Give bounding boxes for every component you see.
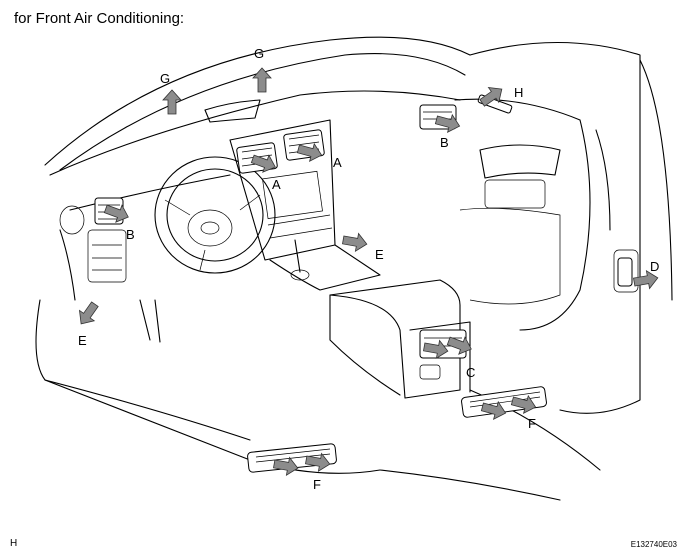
arrow-g2: [252, 67, 272, 93]
label-c: C: [466, 365, 475, 380]
arrow-e1: [342, 232, 368, 253]
figure-id: E132740E03: [630, 540, 677, 549]
arrow-d: [633, 269, 659, 290]
air-vents: [94, 94, 633, 473]
label-b2: B: [440, 135, 449, 150]
label-d: D: [650, 259, 659, 274]
label-e2: E: [78, 333, 87, 348]
arrow-f1a: [273, 456, 299, 477]
arrow-b2: [434, 113, 461, 133]
arrow-g1: [162, 89, 182, 115]
label-a2: A: [333, 155, 342, 170]
vent-door-pillar: [617, 257, 633, 287]
label-f1: F: [313, 477, 321, 492]
arrow-f1b: [305, 452, 331, 473]
label-h: H: [514, 85, 523, 100]
callout-labels: G G H A A B B C D E E F F: [78, 46, 659, 492]
page-code: H: [10, 538, 18, 549]
label-f2: F: [528, 416, 536, 431]
label-e1: E: [375, 247, 384, 262]
arrow-a1: [250, 154, 276, 173]
label-b1: B: [126, 227, 135, 242]
label-g1: G: [160, 71, 170, 86]
arrow-b1: [103, 204, 129, 223]
arrow-h: [479, 86, 503, 107]
diagram-heading: for Front Air Conditioning:: [14, 10, 185, 27]
label-g2: G: [254, 46, 264, 61]
airflow-arrows: [78, 67, 659, 477]
arrow-c1: [423, 339, 449, 360]
vehicle-interior-lines: [35, 36, 673, 501]
arrow-a2: [296, 142, 323, 162]
label-a1: A: [272, 177, 281, 192]
arrow-e2: [78, 301, 99, 325]
arrow-f2b: [510, 394, 537, 414]
arrow-f2a: [480, 400, 507, 420]
arrow-c2: [446, 336, 472, 355]
